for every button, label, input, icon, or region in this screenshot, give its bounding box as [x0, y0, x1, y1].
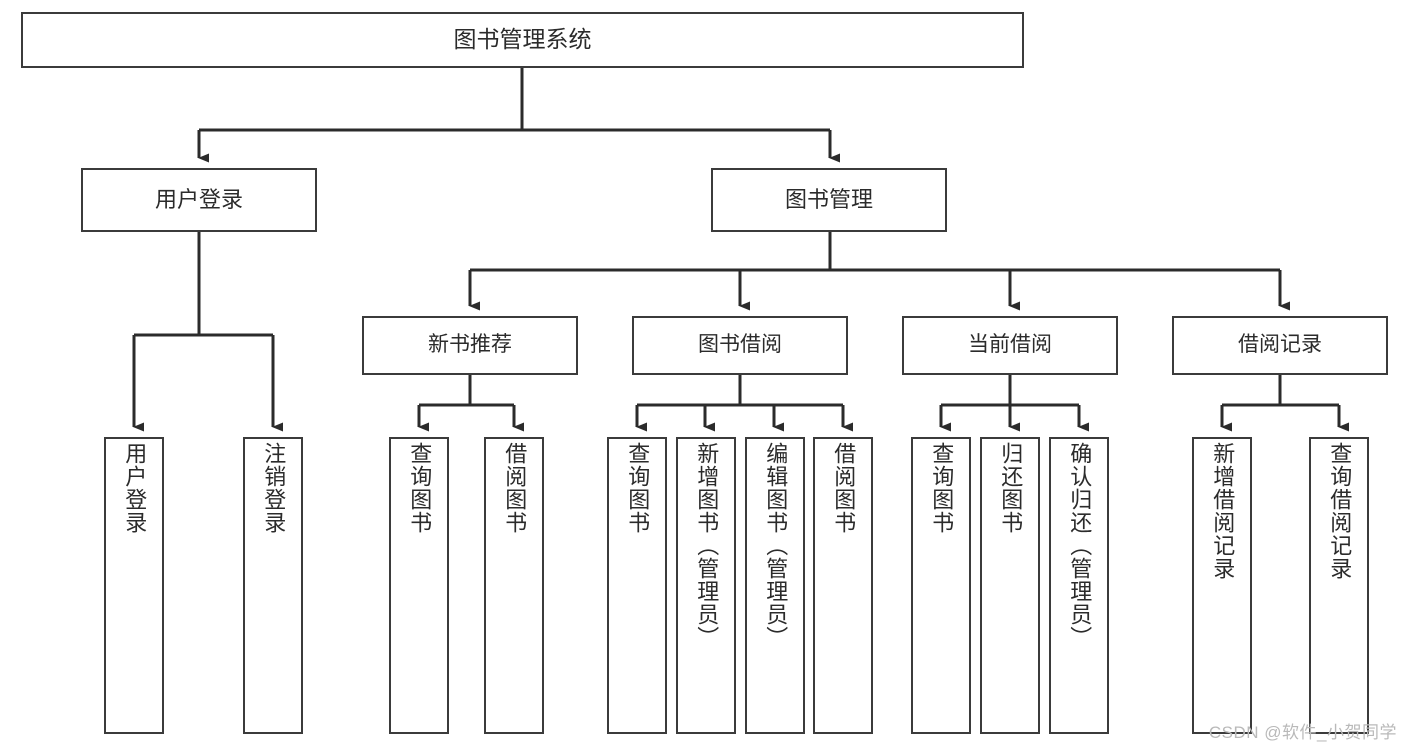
current-borrow-to-leaves-connectors — [939, 375, 1089, 432]
node-leaf-query-book-borrow[interactable]: 查询图书 — [607, 437, 667, 734]
root-to-level1-connectors — [197, 68, 840, 163]
node-user-login[interactable]: 用户登录 — [81, 168, 317, 232]
borrow-record-to-leaves-connectors — [1220, 375, 1349, 432]
book-borrow-to-leaves-connectors — [635, 375, 853, 432]
node-label: 借阅图书 — [831, 442, 857, 534]
node-leaf-edit-book-admin[interactable]: 编辑图书（管理员） — [745, 437, 805, 734]
new-book-recommend-to-leaves-connectors — [417, 375, 524, 432]
node-label: 用户登录 — [154, 187, 243, 213]
node-leaf-add-book-admin[interactable]: 新增图书（管理员） — [676, 437, 736, 734]
node-book-management[interactable]: 图书管理 — [711, 168, 947, 232]
node-label: 编辑图书（管理员） — [763, 442, 789, 649]
node-label: 查询图书 — [407, 442, 433, 534]
node-label: 图书借阅 — [698, 333, 782, 357]
node-label: 用户登录 — [122, 442, 148, 534]
node-label: 注销登录 — [261, 442, 287, 534]
node-current-borrow[interactable]: 当前借阅 — [902, 316, 1118, 375]
csdn-watermark: CSDN @软件_小贺同学 — [1208, 723, 1397, 742]
node-label: 新书推荐 — [428, 333, 512, 357]
node-leaf-return-book[interactable]: 归还图书 — [980, 437, 1040, 734]
node-book-borrow[interactable]: 图书借阅 — [632, 316, 848, 375]
node-leaf-borrow-book-new-recommend[interactable]: 借阅图书 — [484, 437, 544, 734]
node-root-book-management-system[interactable]: 图书管理系统 — [21, 12, 1024, 68]
node-label: 借阅图书 — [502, 442, 528, 534]
node-leaf-borrow-book[interactable]: 借阅图书 — [813, 437, 873, 734]
node-label: 确认归还（管理员） — [1067, 442, 1093, 649]
node-label: 新增图书（管理员） — [694, 442, 720, 649]
node-label: 新增借阅记录 — [1210, 442, 1236, 580]
node-label: 图书管理 — [784, 187, 873, 213]
node-leaf-confirm-return-admin[interactable]: 确认归还（管理员） — [1049, 437, 1109, 734]
node-label: 归还图书 — [998, 442, 1024, 534]
node-leaf-query-book-current[interactable]: 查询图书 — [911, 437, 971, 734]
node-label: 查询借阅记录 — [1327, 442, 1353, 580]
node-new-book-recommend[interactable]: 新书推荐 — [362, 316, 578, 375]
node-label: 查询图书 — [625, 442, 651, 534]
user-login-to-leaves-connectors — [132, 232, 283, 432]
node-leaf-add-borrow-record[interactable]: 新增借阅记录 — [1192, 437, 1252, 734]
node-label: 借阅记录 — [1238, 333, 1322, 357]
node-leaf-logout-login[interactable]: 注销登录 — [243, 437, 303, 734]
node-label: 查询图书 — [929, 442, 955, 534]
node-label: 当前借阅 — [968, 333, 1052, 357]
node-leaf-user-login[interactable]: 用户登录 — [104, 437, 164, 734]
node-borrow-record[interactable]: 借阅记录 — [1172, 316, 1388, 375]
node-label: 图书管理系统 — [453, 26, 592, 53]
book-management-to-level2-connectors — [468, 232, 1290, 311]
node-leaf-query-book-new-recommend[interactable]: 查询图书 — [389, 437, 449, 734]
node-leaf-query-borrow-record[interactable]: 查询借阅记录 — [1309, 437, 1369, 734]
